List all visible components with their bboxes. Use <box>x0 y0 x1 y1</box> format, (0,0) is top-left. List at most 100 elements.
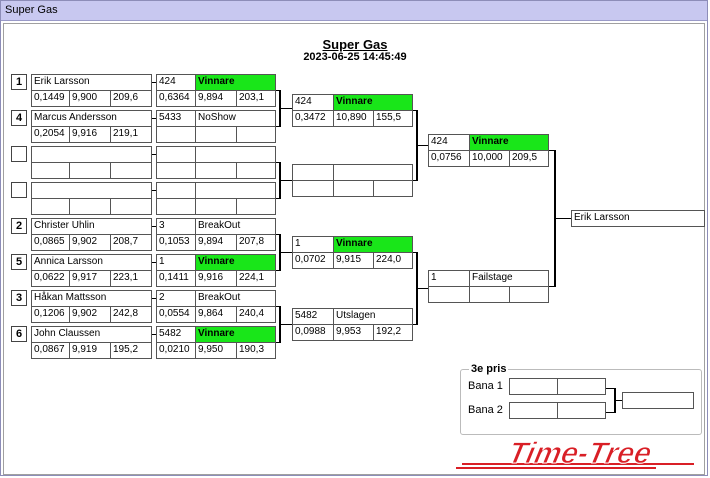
result-status-field[interactable]: Vinnare <box>333 236 413 253</box>
result-status-field[interactable] <box>195 182 276 199</box>
lane-number-field[interactable] <box>156 146 196 163</box>
speed-field[interactable]: 219,1 <box>110 126 152 143</box>
result-status-field[interactable]: Utslagen <box>333 308 413 325</box>
elapsed-time-field[interactable]: 10,000 <box>469 150 510 167</box>
elapsed-time-field[interactable]: 9,916 <box>69 126 111 143</box>
driver-name-field[interactable] <box>31 146 152 163</box>
lane1-number-field[interactable] <box>509 378 558 395</box>
speed-field[interactable]: 203,1 <box>236 90 276 107</box>
third-prize-result-field[interactable] <box>622 392 694 409</box>
speed-field[interactable]: 223,1 <box>110 270 152 287</box>
speed-field[interactable]: 208,7 <box>110 234 152 251</box>
elapsed-time-field[interactable]: 9,864 <box>195 306 237 323</box>
driver-name-field[interactable]: Annica Larsson <box>31 254 152 271</box>
result-status-field[interactable]: Vinnare <box>195 326 276 343</box>
reaction-time-field[interactable] <box>428 286 470 303</box>
result-status-field[interactable] <box>333 164 413 181</box>
elapsed-time-field[interactable] <box>195 198 237 215</box>
result-status-field[interactable]: BreakOut <box>195 290 276 307</box>
lane-number-field[interactable]: 424 <box>156 74 196 91</box>
speed-field[interactable] <box>236 126 276 143</box>
elapsed-time-field[interactable] <box>69 162 111 179</box>
elapsed-time-field[interactable]: 9,902 <box>69 306 111 323</box>
reaction-time-field[interactable]: 0,0865 <box>31 234 70 251</box>
result-status-field[interactable]: NoShow <box>195 110 276 127</box>
reaction-time-field[interactable]: 0,0622 <box>31 270 70 287</box>
winner-field[interactable]: Erik Larsson <box>571 210 705 227</box>
speed-field[interactable]: 190,3 <box>236 342 276 359</box>
reaction-time-field[interactable]: 0,0702 <box>292 252 334 269</box>
elapsed-time-field[interactable]: 9,915 <box>333 252 374 269</box>
lane-number-field[interactable] <box>156 182 196 199</box>
reaction-time-field[interactable]: 0,0210 <box>156 342 196 359</box>
result-status-field[interactable] <box>195 146 276 163</box>
lane-number-field[interactable]: 3 <box>156 218 196 235</box>
result-status-field[interactable]: BreakOut <box>195 218 276 235</box>
speed-field[interactable]: 209,5 <box>509 150 549 167</box>
result-status-field[interactable]: Vinnare <box>195 254 276 271</box>
reaction-time-field[interactable]: 0,3472 <box>292 110 334 127</box>
reaction-time-field[interactable] <box>31 162 70 179</box>
speed-field[interactable]: 209,6 <box>110 90 152 107</box>
result-status-field[interactable]: Failstage <box>469 270 549 287</box>
elapsed-time-field[interactable]: 9,953 <box>333 324 374 341</box>
reaction-time-field[interactable]: 0,0867 <box>31 342 70 359</box>
reaction-time-field[interactable]: 0,2054 <box>31 126 70 143</box>
speed-field[interactable] <box>110 198 152 215</box>
reaction-time-field[interactable]: 0,0554 <box>156 306 196 323</box>
speed-field[interactable]: 195,2 <box>110 342 152 359</box>
result-status-field[interactable]: Vinnare <box>469 134 549 151</box>
lane2-status-field[interactable] <box>557 402 606 419</box>
elapsed-time-field[interactable]: 9,950 <box>195 342 237 359</box>
reaction-time-field[interactable]: 0,1411 <box>156 270 196 287</box>
driver-name-field[interactable]: John Claussen <box>31 326 152 343</box>
lane-number-field[interactable]: 5433 <box>156 110 196 127</box>
lane-number-field[interactable]: 2 <box>156 290 196 307</box>
reaction-time-field[interactable]: 0,0988 <box>292 324 334 341</box>
elapsed-time-field[interactable] <box>195 162 237 179</box>
speed-field[interactable]: 207,8 <box>236 234 276 251</box>
lane-number-field[interactable]: 424 <box>292 94 334 111</box>
reaction-time-field[interactable] <box>31 198 70 215</box>
lane-number-field[interactable]: 1 <box>156 254 196 271</box>
driver-name-field[interactable]: Erik Larsson <box>31 74 152 91</box>
reaction-time-field[interactable] <box>156 198 196 215</box>
lane-number-field[interactable]: 1 <box>292 236 334 253</box>
result-status-field[interactable]: Vinnare <box>333 94 413 111</box>
reaction-time-field[interactable]: 0,0756 <box>428 150 470 167</box>
speed-field[interactable]: 240,4 <box>236 306 276 323</box>
lane2-number-field[interactable] <box>509 402 558 419</box>
elapsed-time-field[interactable]: 9,917 <box>69 270 111 287</box>
elapsed-time-field[interactable]: 9,900 <box>69 90 111 107</box>
elapsed-time-field[interactable] <box>69 198 111 215</box>
speed-field[interactable] <box>236 162 276 179</box>
driver-name-field[interactable] <box>31 182 152 199</box>
elapsed-time-field[interactable]: 10,890 <box>333 110 374 127</box>
reaction-time-field[interactable] <box>156 126 196 143</box>
elapsed-time-field[interactable]: 9,919 <box>69 342 111 359</box>
elapsed-time-field[interactable]: 9,894 <box>195 234 237 251</box>
driver-name-field[interactable]: Marcus Andersson <box>31 110 152 127</box>
speed-field[interactable]: 224,0 <box>373 252 413 269</box>
reaction-time-field[interactable] <box>292 180 334 197</box>
lane-number-field[interactable]: 424 <box>428 134 470 151</box>
lane-number-field[interactable]: 5482 <box>156 326 196 343</box>
reaction-time-field[interactable]: 0,1053 <box>156 234 196 251</box>
reaction-time-field[interactable]: 0,1449 <box>31 90 70 107</box>
speed-field[interactable]: 242,8 <box>110 306 152 323</box>
speed-field[interactable] <box>509 286 549 303</box>
lane-number-field[interactable] <box>292 164 334 181</box>
elapsed-time-field[interactable] <box>195 126 237 143</box>
speed-field[interactable]: 224,1 <box>236 270 276 287</box>
elapsed-time-field[interactable]: 9,894 <box>195 90 237 107</box>
lane-number-field[interactable]: 1 <box>428 270 470 287</box>
speed-field[interactable]: 192,2 <box>373 324 413 341</box>
lane1-status-field[interactable] <box>557 378 606 395</box>
speed-field[interactable] <box>110 162 152 179</box>
lane-number-field[interactable]: 5482 <box>292 308 334 325</box>
elapsed-time-field[interactable] <box>333 180 374 197</box>
speed-field[interactable] <box>236 198 276 215</box>
reaction-time-field[interactable] <box>156 162 196 179</box>
driver-name-field[interactable]: Håkan Mattsson <box>31 290 152 307</box>
speed-field[interactable] <box>373 180 413 197</box>
